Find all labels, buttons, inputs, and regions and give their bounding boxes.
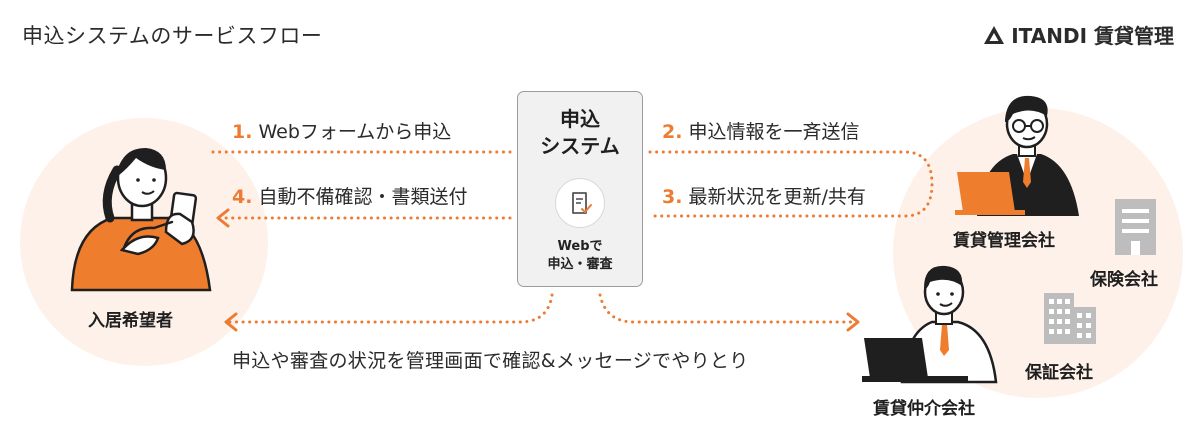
brand-logo: ITANDI 賃貸管理 (983, 20, 1174, 49)
party-management: 賃貸管理会社 (953, 231, 1055, 251)
management-staff-illustration (955, 95, 1079, 216)
flow-line-2-3 (648, 150, 934, 218)
party-broker: 賃貸仲介会社 (873, 399, 975, 419)
arrow-head-bottom-left (224, 312, 238, 332)
flow-label-4: 4.自動不備確認・書類送付 (232, 186, 468, 208)
applicant-illustration (70, 148, 212, 292)
bottom-message: 申込や審査の状況を管理画面で確認&メッセージでやりとり (232, 350, 749, 372)
broker-staff-illustration (862, 265, 998, 384)
page-title: 申込システムのサービスフロー (22, 24, 323, 48)
flow-label-2: 2.申込情報を一斉送信 (662, 121, 860, 143)
itandi-logo-icon (984, 25, 1005, 44)
arrow-head-4 (216, 208, 230, 228)
flow-label-1: 1.Webフォームから申込 (232, 121, 452, 143)
brand-name: ITANDI 賃貸管理 (1011, 24, 1174, 48)
flow-label-3: 3.最新状況を更新/共有 (662, 186, 866, 208)
document-check-icon (555, 178, 605, 228)
guarantor-building-icon (1044, 293, 1096, 344)
party-guarantor: 保証会社 (1025, 363, 1093, 383)
flow-line-bottom-right (598, 293, 854, 324)
system-subtitle: Webで 申込・審査 (547, 239, 613, 272)
flow-line-bottom-left (226, 293, 554, 324)
party-applicant: 入居希望者 (88, 311, 173, 331)
party-insurance: 保険会社 (1090, 270, 1158, 290)
application-system-box: 申込 システム Webで 申込・審査 (517, 91, 643, 287)
insurance-building-icon (1115, 199, 1156, 255)
system-title: 申込 システム (540, 107, 620, 158)
arrow-head-bottom-right (846, 312, 860, 332)
